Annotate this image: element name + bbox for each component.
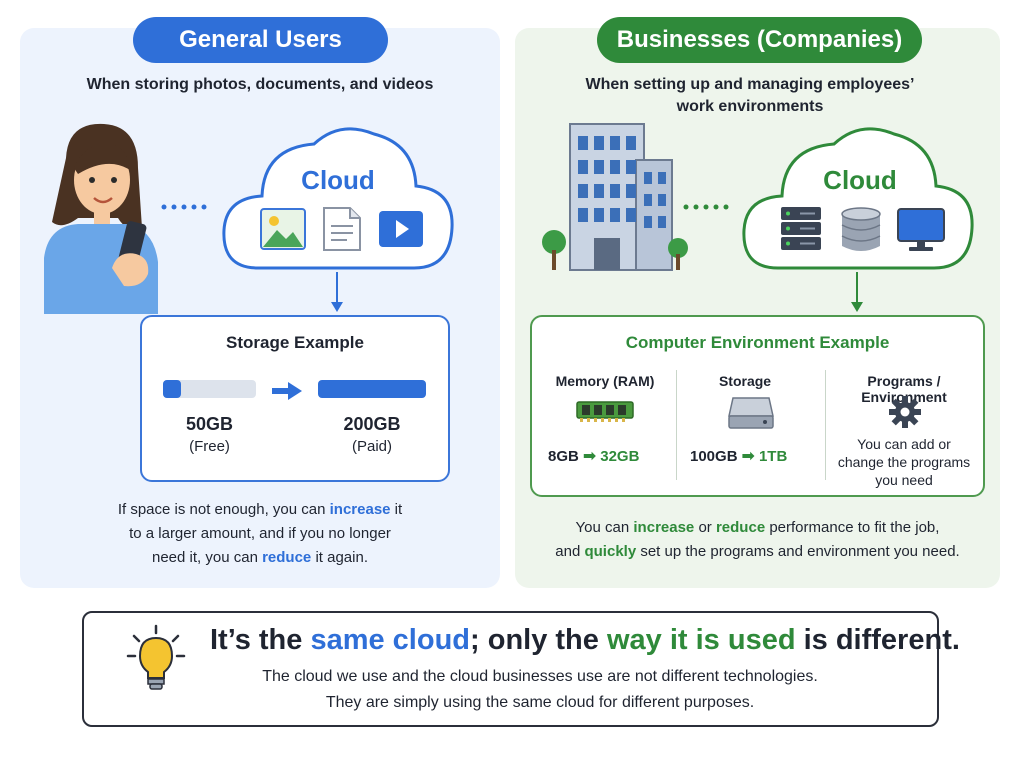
arrow-right-green-icon: ➡ <box>741 448 755 465</box>
arrow-right-green-icon: ➡ <box>582 448 597 465</box>
storage-title: Storage <box>718 373 772 389</box>
highlight-increase-green: increase <box>633 519 695 536</box>
general-users-subtitle: When storing photos, documents, and vide… <box>86 76 434 93</box>
storage-from: 100GB <box>690 448 738 465</box>
text-segment: set up the programs and environment you … <box>636 543 960 560</box>
businesses-subtitle-line2: work environments <box>676 98 824 115</box>
lightbulb-icon <box>126 624 186 690</box>
arrow-down-left-icon <box>331 272 343 312</box>
text-segment: it again. <box>311 549 368 566</box>
cloud-label-right: Cloud <box>823 165 897 195</box>
hard-drive-icon <box>728 397 774 429</box>
summary-line-2: They are simply using the same cloud for… <box>325 694 755 711</box>
businesses-subtitle-line1: When setting up and managing employees’ <box>585 76 915 93</box>
businesses-subtitle: When setting up and managing employees’ … <box>560 74 940 118</box>
highlight-reduce-green: reduce <box>715 519 766 536</box>
summary-box <box>82 611 939 727</box>
monitor-icon <box>897 208 945 251</box>
cloud-label-left: Cloud <box>301 165 375 195</box>
highlight-quickly: quickly <box>584 543 637 560</box>
text-segment: and <box>555 543 585 560</box>
arrow-right-blue-icon <box>272 382 302 400</box>
database-icon <box>841 207 881 251</box>
memory-spec: 8GB➡32GB <box>548 446 639 466</box>
column-divider <box>676 370 677 480</box>
amount-50gb: 50GB <box>185 414 234 434</box>
text-segment: It’s the <box>210 624 311 656</box>
text-segment: performance to fit the job, <box>765 519 940 536</box>
storage-to: 1TB <box>758 448 788 465</box>
note-free: (Free) <box>189 438 230 455</box>
memory-to: 32GB <box>600 448 640 465</box>
note-paid: (Paid) <box>351 438 392 455</box>
businesses-pill: Businesses (Companies) <box>597 17 922 63</box>
highlight-increase: increase <box>329 501 391 518</box>
arrow-down-right-icon <box>851 272 863 312</box>
memory-title: Memory (RAM) <box>555 373 655 389</box>
amount-200gb: 200GB <box>343 414 401 434</box>
storage-example-box <box>140 315 450 482</box>
storage-bar-free-fill <box>163 380 181 398</box>
highlight-reduce: reduce <box>262 549 312 566</box>
programs-description: You can add or change the programs you n… <box>830 435 978 489</box>
summary-line-1: The cloud we use and the cloud businesse… <box>262 668 818 685</box>
businesses-description: You can increase or reduce performance t… <box>525 516 990 564</box>
text-segment: or <box>694 519 716 536</box>
storage-bar-free <box>163 380 256 398</box>
office-building-icon <box>542 123 688 271</box>
general-users-description: If space is not enough, you can increase… <box>60 498 460 570</box>
highlight-way-used: way it is used <box>606 624 796 656</box>
storage-bar-paid <box>318 380 426 398</box>
text-segment: You can <box>575 519 634 536</box>
document-icon <box>323 207 361 251</box>
dotted-connector-left <box>161 204 207 210</box>
server-icon <box>781 207 821 250</box>
memory-from: 8GB <box>548 448 579 465</box>
image-icon <box>260 208 306 250</box>
video-icon <box>379 211 423 247</box>
summary-headline: It’s the same cloud; only the way it is … <box>210 624 960 657</box>
ram-icon <box>576 401 634 422</box>
woman-with-phone-icon <box>44 123 158 314</box>
text-segment: change the programs <box>837 454 971 470</box>
column-divider <box>825 370 826 480</box>
computer-environment-title: Computer Environment Example <box>625 333 890 352</box>
storage-spec: 100GB➡1TB <box>690 446 787 466</box>
general-users-pill: General Users <box>133 17 388 63</box>
text-segment: is different. <box>795 624 960 656</box>
text-segment: you need <box>875 472 933 488</box>
text-segment: You can add or <box>857 436 951 452</box>
gear-icon <box>889 396 921 428</box>
storage-example-title: Storage Example <box>226 333 364 352</box>
text-segment: it <box>390 501 403 518</box>
text-segment: need it, you can <box>152 549 263 566</box>
text-segment: ; only the <box>470 624 607 656</box>
text-segment: If space is not enough, you can <box>117 501 330 518</box>
dotted-connector-right <box>683 204 729 210</box>
highlight-same-cloud: same cloud <box>310 624 471 656</box>
text-segment: to a larger amount, and if you no longer <box>129 525 391 542</box>
